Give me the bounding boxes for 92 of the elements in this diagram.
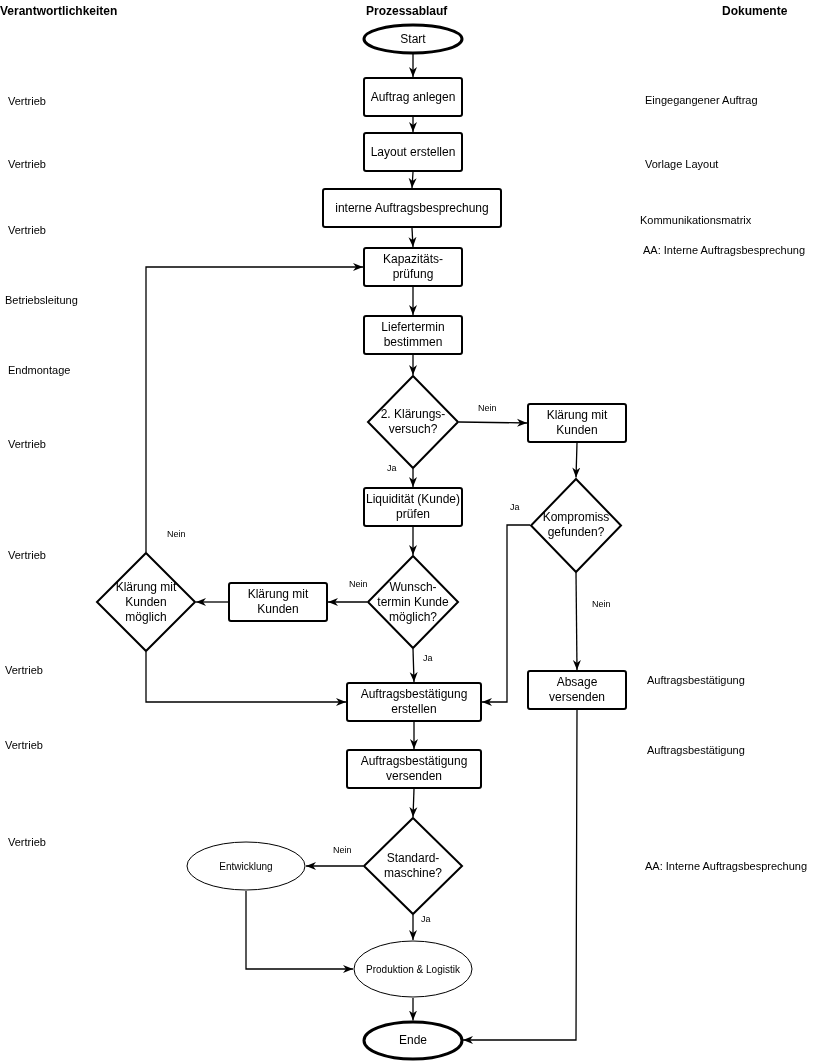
- edge-label: Nein: [591, 599, 612, 609]
- terminal-ellipse: [353, 940, 473, 998]
- column-header: Verantwortlichkeiten: [0, 4, 118, 18]
- column-note: Vertrieb: [8, 158, 46, 170]
- process-box: [322, 188, 502, 228]
- column-header: Dokumente: [722, 4, 788, 18]
- node-label: Liefertermin bestimmen: [380, 320, 446, 350]
- node-label: Entwicklung: [218, 859, 274, 873]
- arrow: [462, 709, 578, 1044]
- process-box: [228, 582, 328, 622]
- arrow: [409, 468, 417, 488]
- node-label: Klärung mit Kunden: [545, 408, 609, 438]
- node-label: Ende: [398, 1032, 428, 1048]
- node-label: Wunsch-termin Kunde möglich?: [376, 579, 450, 625]
- process-box: [346, 749, 482, 789]
- arrow: [409, 354, 417, 376]
- decision-diamond: [363, 817, 463, 915]
- column-note: Vertrieb: [5, 739, 43, 751]
- node-label: Klärung mit Kunden: [246, 587, 310, 617]
- arrow: [409, 116, 417, 133]
- column-header: Prozessablauf: [366, 4, 448, 18]
- edge-label: Nein: [166, 529, 187, 539]
- edge-label: Nein: [477, 403, 498, 413]
- arrow: [572, 442, 581, 479]
- column-note: Auftragsbestätigung: [647, 674, 745, 686]
- decision-diamond: [367, 555, 459, 649]
- process-box: [363, 315, 463, 355]
- arrow: [409, 997, 417, 1022]
- decision-diamond: [367, 375, 459, 469]
- column-note: Vertrieb: [8, 95, 46, 107]
- arrow: [145, 263, 364, 553]
- column-note: Eingegangener Auftrag: [645, 94, 758, 106]
- node-label: 2. Klärungs-versuch?: [379, 407, 447, 437]
- node-label: Kapazitäts-prüfung: [382, 252, 444, 282]
- node-label: Liquidität (Kunde) prüfen: [365, 492, 461, 522]
- column-note: Vertrieb: [5, 664, 43, 676]
- arrow: [409, 53, 417, 78]
- node-label: Auftragsbestätigung versenden: [359, 754, 469, 784]
- column-note: Vorlage Layout: [645, 158, 719, 170]
- arrow: [409, 648, 418, 683]
- column-note: Betriebsleitung: [5, 294, 78, 306]
- node-label: Produktion & Logistik: [365, 962, 461, 976]
- column-note: AA: Interne Auftragsbesprechung: [643, 244, 806, 256]
- node-label: Start: [399, 31, 427, 47]
- edge-label: Ja: [386, 463, 398, 473]
- edge-label: Ja: [420, 914, 432, 924]
- node-label: Auftrag anlegen: [369, 89, 457, 105]
- arrow: [572, 571, 581, 671]
- arrow: [327, 598, 368, 606]
- edge-label: Nein: [332, 845, 353, 855]
- decision-diamond: [96, 552, 196, 652]
- node-label: Standard-maschine?: [383, 851, 443, 881]
- column-note: Vertrieb: [8, 836, 46, 848]
- arrow: [409, 286, 417, 316]
- column-note: Kommunikationsmatrix: [640, 214, 752, 226]
- arrow: [305, 862, 364, 870]
- process-box: [363, 132, 463, 172]
- arrow: [408, 171, 417, 189]
- arrow: [409, 914, 417, 941]
- column-note: Auftragsbestätigung: [647, 744, 745, 756]
- terminal-ellipse: [363, 24, 463, 54]
- node-label: Klärung mit Kunden möglich: [114, 579, 178, 625]
- edge-label: Ja: [509, 502, 521, 512]
- process-box: [346, 682, 482, 722]
- arrow: [409, 526, 417, 556]
- node-label: Absage versenden: [547, 675, 606, 705]
- column-note: Endmontage: [8, 364, 71, 376]
- column-note: AA: Interne Auftragsbesprechung: [645, 860, 808, 872]
- arrow: [245, 890, 354, 973]
- column-note: Vertrieb: [8, 224, 46, 236]
- node-label: Kompromiss gefunden?: [541, 510, 611, 540]
- terminal-ellipse: [186, 841, 306, 891]
- arrow: [409, 788, 418, 818]
- process-box: [527, 670, 627, 710]
- process-box: [527, 403, 627, 443]
- edge-label: Ja: [422, 653, 434, 663]
- arrow: [481, 524, 531, 706]
- node-label: Auftragsbestätigung erstellen: [359, 687, 469, 717]
- column-note: Vertrieb: [8, 549, 46, 561]
- process-box: [363, 77, 463, 117]
- column-note: Vertrieb: [8, 438, 46, 450]
- edge-label: Nein: [348, 579, 369, 589]
- arrow: [458, 418, 528, 427]
- arrow: [408, 227, 417, 248]
- process-box: [363, 247, 463, 287]
- decision-diamond: [530, 477, 622, 573]
- node-label: Layout erstellen: [369, 144, 457, 160]
- arrow: [145, 651, 347, 706]
- terminal-ellipse: [363, 1020, 463, 1060]
- arrow: [195, 598, 229, 606]
- arrow: [410, 721, 418, 750]
- node-label: interne Auftragsbesprechung: [334, 200, 490, 216]
